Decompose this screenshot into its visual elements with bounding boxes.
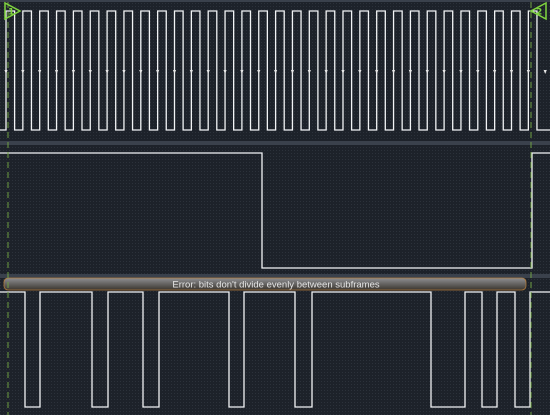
clock-edge-tick [189,70,193,74]
data-channel[interactable] [0,291,550,408]
clock-edge-tick [324,70,328,74]
clock-edge-tick [139,70,143,74]
clock-edge-tick [71,70,75,74]
clock-channel[interactable] [0,10,550,131]
top-border [0,0,550,2]
clock-edge-tick [274,70,278,74]
clock-edge-tick [172,70,177,74]
clock-edge-tick [206,70,210,74]
clock-edge-tick [223,70,227,74]
decoder-annotation[interactable]: Error: bits don't divide evenly between … [3,277,527,291]
clock-edge-tick [156,70,160,74]
cursor-2[interactable]: 2 [529,1,547,415]
clock-edge-tick [105,70,109,74]
clock-edge-tick [358,70,362,74]
clock-edge-tick [543,70,547,74]
clock-edge-tick [307,70,311,74]
cursor-2-label: 2 [536,8,542,18]
clock-edge-tick [21,70,25,74]
cursor-triangle-icon[interactable] [4,1,22,21]
clock-edge-tick [88,70,92,74]
clock-edge-tick [425,70,429,74]
clock-edge-tick [408,70,412,74]
clock-edge-tick [526,70,530,74]
frame-sync-trace [0,152,550,269]
frame-sync-channel[interactable] [0,152,550,269]
clock-edge-tick [38,70,42,74]
channel-separator [0,274,550,278]
decoder-error-text: Error: bits don't divide evenly between … [172,280,379,291]
channel-separator [0,141,550,145]
clock-edge-tick [459,70,463,74]
cursor-1-label: 1 [8,8,14,18]
clock-edge-tick [4,70,8,74]
clock-edge-tick [257,70,261,74]
decoder-error-bar[interactable] [3,277,527,291]
clock-edge-tick [442,70,446,74]
clock-edge-tick [240,70,244,74]
clock-edge-tick [493,70,497,74]
clock-edge-ticks [4,70,547,74]
clock-edge-tick [341,70,345,74]
data-trace [0,291,550,408]
clock-trace [0,10,550,131]
clock-edge-tick [375,70,379,74]
cursor-1[interactable]: 1 [4,1,22,415]
clock-edge-tick [54,70,59,74]
clock-edge-tick [122,70,126,74]
clock-edge-tick [476,70,480,74]
clock-edge-tick [391,70,396,74]
clock-edge-tick [290,70,295,74]
clock-edge-tick [509,70,514,74]
cursor-triangle-icon[interactable] [529,1,547,21]
